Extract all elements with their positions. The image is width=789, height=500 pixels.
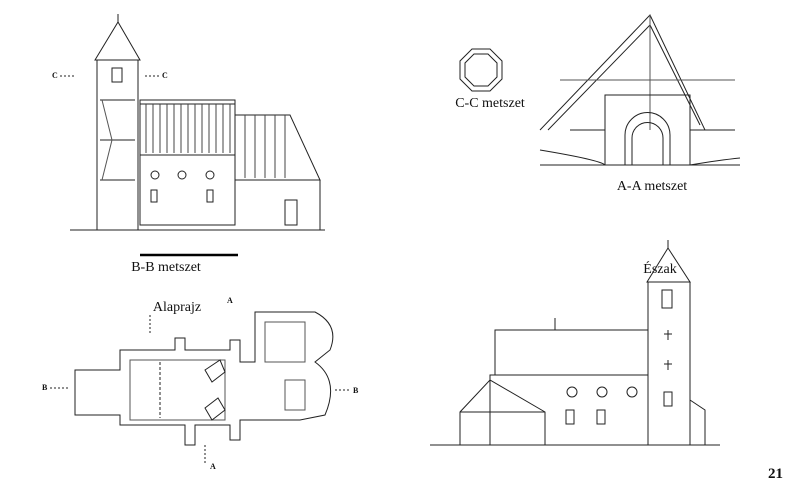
section-bb-label: B-B metszet (131, 260, 201, 275)
section-bb-drawing (60, 14, 325, 257)
section-marker-a-bottom: A (210, 462, 216, 471)
floor-plan-drawing (50, 311, 350, 465)
section-marker-c-right: C (162, 71, 168, 80)
section-aa-label: A-A metszet (616, 179, 688, 194)
page-number: 21 (768, 466, 783, 482)
section-cc-drawing (459, 48, 503, 92)
section-cc-label: C-C metszet (455, 96, 525, 111)
north-elevation-drawing (430, 240, 720, 446)
north-elevation-label: Észak (643, 262, 677, 277)
section-aa-drawing (539, 14, 741, 166)
section-marker-a-top: A (227, 296, 233, 305)
section-marker-c-left: C (52, 71, 58, 80)
floor-plan-label: Alaprajz (152, 300, 202, 315)
section-marker-b-left: B (42, 383, 48, 392)
section-marker-b-right: B (353, 386, 359, 395)
